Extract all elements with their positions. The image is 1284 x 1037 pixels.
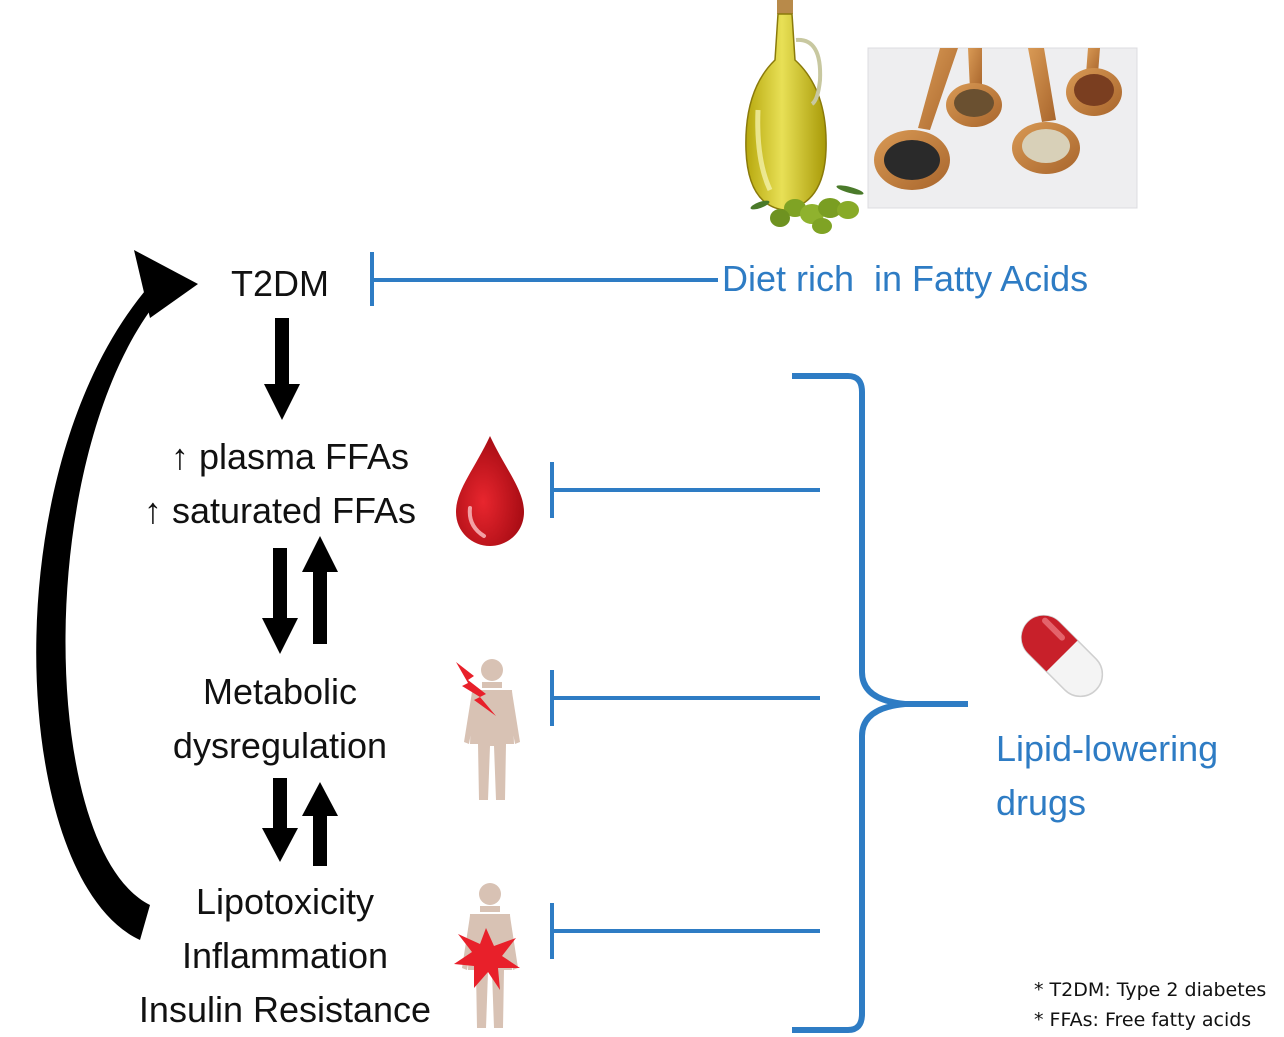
blood-drop-icon [456,436,524,546]
footnote-t2dm: * T2DM: Type 2 diabetes [1034,979,1267,1001]
inhibition-ffas [550,462,820,518]
t2dm-label: T2DM [231,263,329,304]
diet-label: Diet rich in Fatty Acids [722,258,1089,299]
footnote-ffas: * FFAs: Free fatty acids [1034,1009,1252,1031]
inhibition-diet [370,252,718,306]
seed-spoons-photo-icon [867,47,1138,209]
inhibition-lipotoxicity [550,903,820,959]
drugs-label-line1: Lipid-lowering [996,728,1219,769]
arrow-metabolic-to-lipotoxicity [262,778,298,862]
inhibition-metabolic [550,670,820,726]
lipotoxicity-label: Lipotoxicity [195,881,375,922]
body-pain-icon [456,659,520,800]
feedback-arrow [36,250,198,940]
capsule-pill-icon [1020,614,1104,698]
arrow-lipotoxicity-to-metabolic [302,782,338,866]
olive-oil-bottle-icon [745,0,864,234]
plasma-ffas-label: ↑ plasma FFAs [170,436,410,477]
drugs-brace [792,373,968,1033]
arrow-t2dm-to-ffas [264,318,300,420]
dysregulation-label: dysregulation [172,725,388,766]
body-inflammation-icon [454,883,520,1028]
arrow-metabolic-to-ffas [302,536,338,644]
arrow-ffas-to-metabolic [262,548,298,654]
drugs-label-line2: drugs [996,782,1087,823]
insulin-resistance-label: Insulin Resistance [138,989,432,1030]
metabolic-label: Metabolic [202,671,358,712]
saturated-ffas-label: ↑ saturated FFAs [143,490,417,531]
inflammation-label: Inflammation [181,935,389,976]
